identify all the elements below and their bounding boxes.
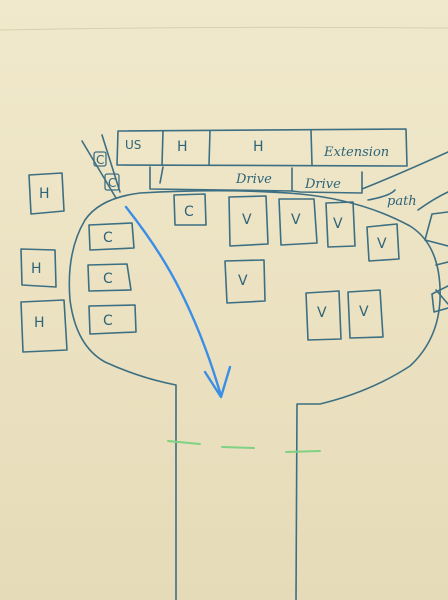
v-box	[325, 201, 356, 248]
top-row-divider	[310, 129, 313, 166]
top-row-divider	[161, 130, 164, 166]
c-label: C	[103, 230, 113, 246]
v-box	[366, 223, 400, 262]
v-label: V	[377, 236, 387, 252]
v-label: V	[238, 273, 248, 289]
path-label: path	[387, 194, 417, 209]
top-row-label-h2: H	[253, 139, 264, 155]
v-box	[347, 289, 384, 339]
c-box	[88, 222, 135, 251]
c-box	[173, 193, 207, 226]
top-row-outline	[116, 128, 408, 167]
dash-segment	[285, 450, 321, 453]
lot-loop-outline	[68, 189, 441, 600]
dash-segment	[167, 440, 201, 445]
v-box	[228, 195, 269, 247]
v-box	[305, 290, 342, 341]
drive-label-1: Drive	[235, 172, 272, 187]
c-box	[87, 263, 132, 292]
c-label: C	[184, 204, 194, 220]
lot-c-boxes: C C C C	[87, 193, 207, 335]
house-label: H	[31, 261, 42, 277]
entry-diagonal	[81, 140, 117, 199]
v-label: V	[317, 305, 327, 321]
route-arrow-head	[203, 365, 232, 399]
edge-mark	[424, 211, 448, 247]
left-houses: H H H	[20, 172, 68, 353]
entry-diagonal	[101, 134, 121, 193]
entry-c-boxes: C C	[81, 134, 121, 199]
house-box	[28, 172, 65, 215]
path: path	[361, 151, 448, 211]
edge-mark	[435, 261, 448, 266]
top-row: US H H Extension	[116, 128, 408, 167]
house-label: H	[39, 186, 50, 202]
house-box	[20, 299, 68, 353]
c-box	[88, 304, 137, 335]
c-label: C	[103, 271, 113, 287]
v-box	[224, 259, 266, 304]
side-c-label: C	[108, 176, 116, 190]
green-dashed-line	[167, 440, 321, 453]
v-label: V	[333, 216, 343, 232]
edge-mark	[435, 289, 448, 305]
v-label: V	[242, 212, 252, 228]
path-edge	[361, 151, 448, 190]
top-row-label-us: US	[125, 138, 141, 152]
v-box	[278, 198, 318, 246]
house-label: H	[34, 315, 45, 331]
top-row-label-h1: H	[177, 139, 188, 155]
lot-v-boxes: V V V V V V V	[224, 195, 400, 341]
dash-segment	[221, 446, 255, 449]
top-row-divider	[208, 130, 211, 166]
drive-label-2: Drive	[304, 177, 341, 192]
right-edge-marks	[424, 211, 448, 313]
v-label: V	[359, 304, 369, 320]
route-arrow-line	[124, 205, 223, 398]
edge-mark	[431, 285, 448, 313]
path-edge	[417, 191, 448, 211]
drive-strip-tick	[159, 166, 164, 184]
v-label: V	[291, 212, 301, 228]
route-arrow	[124, 205, 232, 399]
side-c-box	[93, 151, 107, 167]
side-c-box	[104, 173, 120, 191]
c-label: C	[103, 313, 113, 329]
top-row-label-extension: Extension	[323, 145, 389, 160]
paper-top-edge	[0, 26, 448, 31]
side-c-label: C	[96, 153, 104, 167]
path-edge	[367, 189, 396, 201]
house-box	[20, 248, 57, 288]
